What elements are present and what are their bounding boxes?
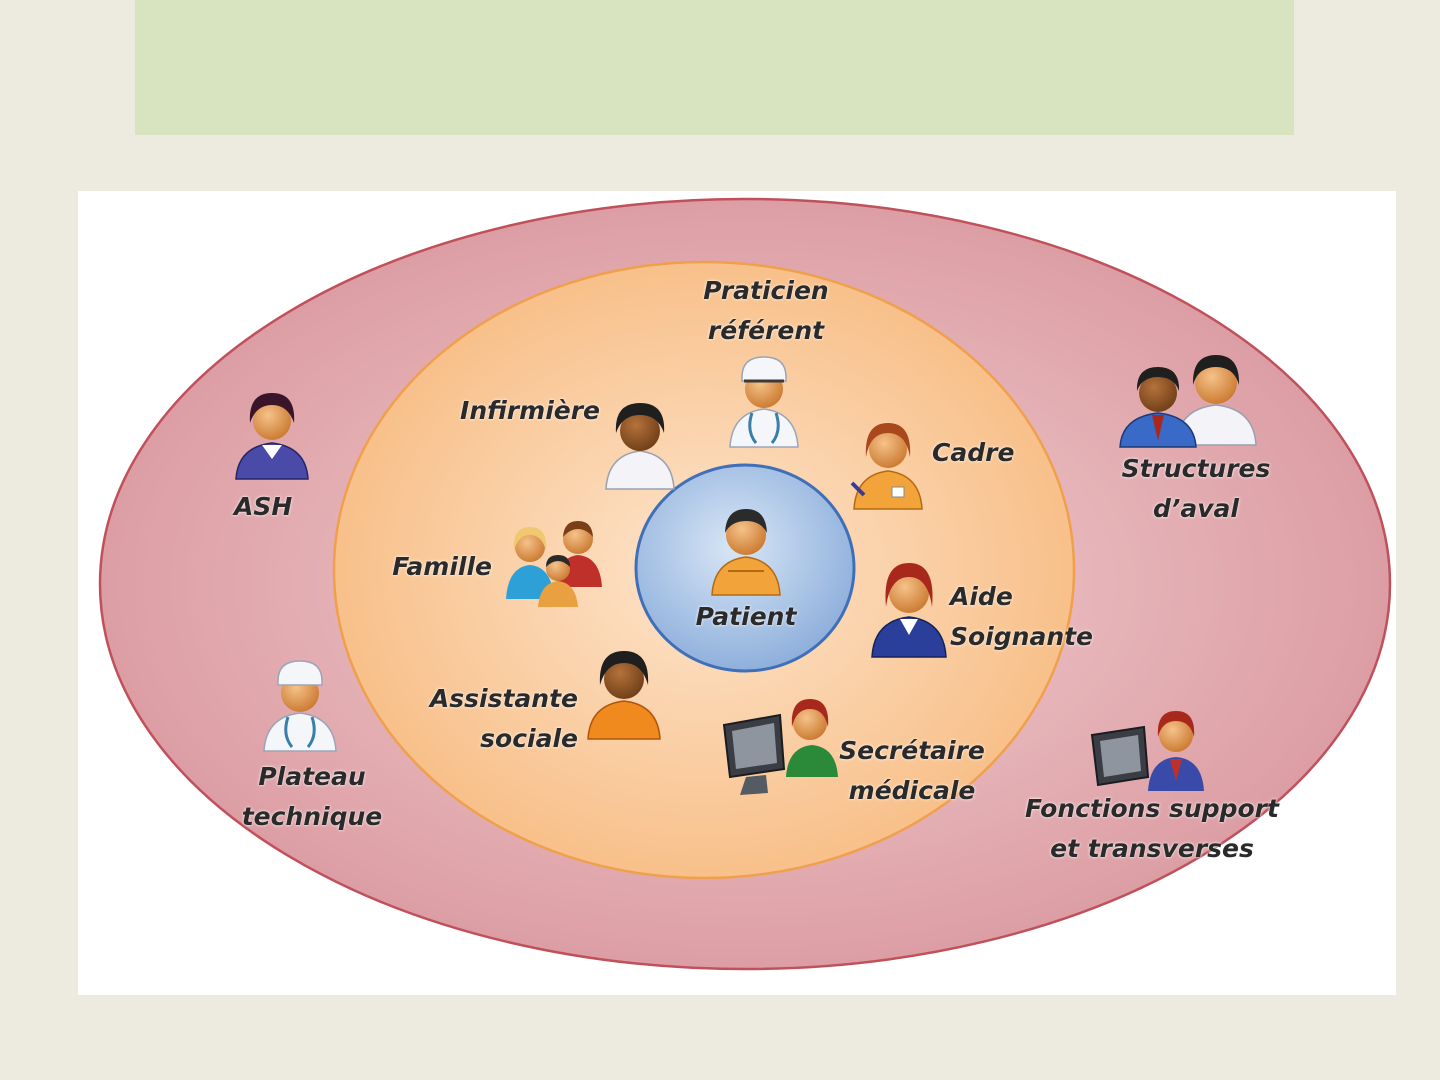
social-worker-woman-icon bbox=[582, 643, 666, 743]
label-secretaire-medicale: Secrétaire médicale bbox=[828, 731, 996, 811]
caregiver-woman-icon bbox=[868, 555, 950, 661]
ash-worker-icon bbox=[230, 387, 314, 483]
nurse-person-icon bbox=[600, 393, 680, 493]
family-group-icon bbox=[502, 513, 606, 609]
label-cadre: Cadre bbox=[932, 433, 1052, 473]
label-assistante-sociale: Assistante sociale bbox=[398, 679, 578, 759]
two-people-icon bbox=[1112, 349, 1264, 449]
label-fonctions-support: Fonctions support et transverses bbox=[1012, 789, 1292, 869]
label-patient: Patient bbox=[662, 597, 830, 637]
doctor-with-stethoscope-icon bbox=[724, 351, 804, 451]
patient-person-icon bbox=[706, 499, 786, 599]
label-infirmiere: Infirmière bbox=[408, 391, 600, 431]
label-plateau-technique: Plateau technique bbox=[226, 757, 398, 837]
title-banner bbox=[135, 0, 1294, 135]
technician-with-stethoscope-icon bbox=[258, 655, 342, 755]
label-ash: ASH bbox=[234, 487, 334, 527]
label-praticien-referent: Praticien référent bbox=[676, 271, 856, 351]
label-famille: Famille bbox=[358, 547, 492, 587]
diagram-panel: Praticien référent Infirmière Cadre Fami… bbox=[78, 191, 1396, 995]
secretary-at-computer-icon bbox=[722, 689, 842, 801]
manager-with-pen-icon bbox=[846, 413, 932, 513]
label-structures-daval: Structures d’aval bbox=[1108, 449, 1284, 529]
label-aide-soignante: Aide Soignante bbox=[950, 577, 1130, 657]
support-person-at-computer-icon bbox=[1090, 705, 1210, 797]
